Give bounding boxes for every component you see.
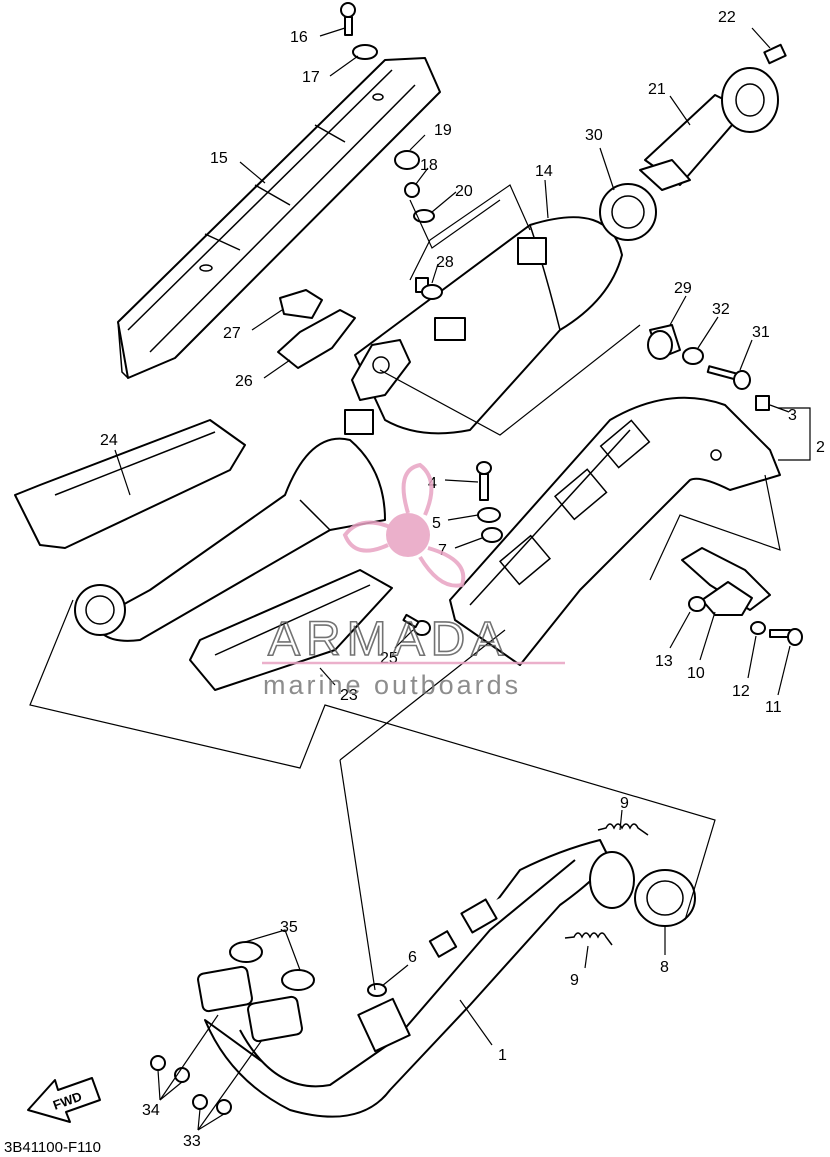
watermark-brand: ARMADA <box>268 613 509 666</box>
bolt-16 <box>340 2 356 36</box>
callout-8: 8 <box>660 959 669 976</box>
callout-17: 17 <box>302 69 320 86</box>
bolt-22 <box>763 43 787 65</box>
reference-lines <box>29 184 781 991</box>
catalyst-pipe <box>74 437 386 642</box>
washer-7 <box>481 527 503 543</box>
callout-20: 20 <box>455 183 473 200</box>
spring-9-upper <box>597 823 649 836</box>
callout-15: 15 <box>210 150 228 167</box>
exhaust-pipe-1 <box>197 839 635 1118</box>
nut-33a <box>192 1094 208 1110</box>
callout-6: 6 <box>408 949 417 966</box>
collar-18 <box>404 182 420 198</box>
washer-17 <box>352 44 378 60</box>
washer-5 <box>477 507 501 523</box>
damper-29 <box>647 324 681 360</box>
callout-21: 21 <box>648 81 666 98</box>
callout-10: 10 <box>687 665 705 682</box>
gasket-35a <box>229 941 263 963</box>
washer-6 <box>367 983 387 997</box>
armada-watermark: ARMADA marine outboards <box>262 462 565 700</box>
gasket-30 <box>599 183 657 241</box>
washer-12 <box>750 621 766 635</box>
callout-27: 27 <box>223 325 241 342</box>
callout-13: 13 <box>655 653 673 670</box>
callout-32: 32 <box>712 301 730 318</box>
spring-9-lower <box>564 932 613 946</box>
gasket-35b <box>281 969 315 991</box>
protector-24 <box>14 419 246 549</box>
callout-28: 28 <box>436 254 454 271</box>
watermark-tagline: marine outboards <box>263 670 521 700</box>
tail-pipe-21 <box>639 67 779 191</box>
bracket-26 <box>277 309 356 369</box>
callout-9-upper: 9 <box>620 795 629 812</box>
callout-7: 7 <box>438 542 447 559</box>
callout-11: 11 <box>765 699 782 716</box>
callout-19: 19 <box>434 122 452 139</box>
callout-2: 2 <box>816 439 825 456</box>
fwd-arrow-icon: FWD <box>27 1077 101 1123</box>
callout-labels: 1 2 3 4 5 6 7 8 9 9 10 11 12 13 14 15 16… <box>100 9 825 1150</box>
armada-logo-icon <box>342 462 466 588</box>
heat-shield-top <box>117 57 441 379</box>
grommet-19 <box>394 150 420 170</box>
callout-30: 30 <box>585 127 603 144</box>
damper-27 <box>279 289 323 319</box>
nut-33b <box>216 1099 232 1115</box>
nut-34a <box>150 1055 166 1071</box>
callout-23: 23 <box>340 687 358 704</box>
washer-32 <box>682 347 704 365</box>
callout-35: 35 <box>280 919 298 936</box>
bolt-31 <box>706 365 751 390</box>
bolt-11 <box>769 628 803 646</box>
washer-13 <box>688 596 706 612</box>
heat-shield-small <box>681 547 771 616</box>
callout-26: 26 <box>235 373 253 390</box>
callout-18: 18 <box>420 157 438 174</box>
callout-22: 22 <box>718 9 736 26</box>
callout-14: 14 <box>535 163 553 180</box>
callout-12: 12 <box>732 683 750 700</box>
callout-33: 33 <box>183 1133 201 1150</box>
diagram-code: 3B41100-F110 <box>4 1139 101 1156</box>
protector-23 <box>189 569 393 691</box>
callout-3: 3 <box>788 407 797 424</box>
screw-25 <box>402 613 431 636</box>
callout-29: 29 <box>674 280 692 297</box>
callout-1: 1 <box>498 1047 507 1064</box>
callout-16: 16 <box>290 29 308 46</box>
callout-leaders <box>114 27 811 1131</box>
bolt-28 <box>415 277 443 300</box>
nut-3 <box>755 395 770 411</box>
callout-5: 5 <box>432 515 441 532</box>
callout-34: 34 <box>142 1102 160 1119</box>
callout-24: 24 <box>100 432 118 449</box>
heat-shield-right <box>449 396 781 666</box>
callout-9-lower: 9 <box>570 972 579 989</box>
callout-31: 31 <box>752 324 770 341</box>
muffler-body <box>344 216 623 435</box>
bolt-4 <box>476 461 492 501</box>
